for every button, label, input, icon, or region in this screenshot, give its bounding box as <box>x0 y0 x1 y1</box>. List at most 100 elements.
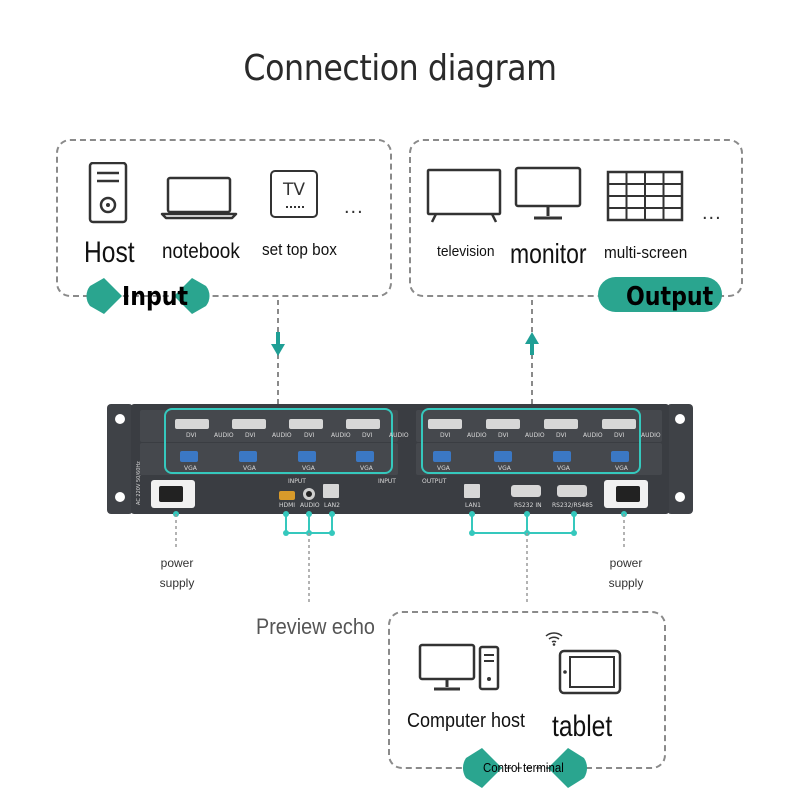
preview-echo-label: Preview echo <box>256 614 375 639</box>
output-item-monitor-label: monitor <box>510 238 587 269</box>
desktop-computer-icon <box>418 643 500 691</box>
section-input-label: INPUT <box>378 478 396 485</box>
power-inlet-right <box>604 480 648 508</box>
control-pill-left-diamond <box>462 748 502 788</box>
rear-wiring <box>173 511 627 605</box>
input-port-label: VGA <box>243 465 256 472</box>
input-item-notebook-label: notebook <box>162 240 240 263</box>
hdmi-label: HDMI <box>279 502 296 509</box>
output-port-label: VGA <box>557 465 570 472</box>
output-port-label: DVI <box>440 432 451 439</box>
input-port-label: VGA <box>302 465 315 472</box>
audio-label: AUDIO <box>300 502 320 509</box>
lan2-label: LAN2 <box>324 502 340 509</box>
input-vga-port <box>356 451 374 462</box>
output-port-label: VGA <box>498 465 511 472</box>
input-pill-label: Input <box>122 282 189 312</box>
output-dvi-port <box>428 419 462 429</box>
input-port-label: VGA <box>184 465 197 472</box>
power-supply-left-label: power supply <box>148 553 206 593</box>
output-vga-port <box>494 451 512 462</box>
input-port-label: AUDIO <box>389 432 409 439</box>
input-port-label: VGA <box>360 465 373 472</box>
power-supply-right-line1: power <box>609 556 643 570</box>
input-pill-left-diamond <box>86 278 122 314</box>
input-port-label: DVI <box>245 432 256 439</box>
lan1-label: LAN1 <box>465 502 481 509</box>
section-output-label: OUTPUT <box>422 478 447 485</box>
input-card-highlight <box>164 408 393 474</box>
output-vga-port <box>433 451 451 462</box>
output-item-television-label: television <box>437 243 495 260</box>
lan1-port <box>464 484 480 498</box>
input-port-label: AUDIO <box>272 432 292 439</box>
input-port-label: DVI <box>186 432 197 439</box>
power-supply-right-line2: supply <box>608 576 644 590</box>
input-dvi-port <box>232 419 266 429</box>
input-vga-port <box>298 451 316 462</box>
output-dvi-port <box>602 419 636 429</box>
output-pill-label: Output <box>626 282 714 312</box>
input-dvi-port <box>346 419 380 429</box>
input-pill-right-diamond <box>174 278 210 314</box>
input-more-ellipsis: ... <box>344 196 364 218</box>
rear-input-label: INPUT <box>288 478 306 485</box>
output-pill <box>598 277 722 312</box>
output-vga-port <box>553 451 571 462</box>
output-port-label: AUDIO <box>641 432 661 439</box>
audio-jack <box>303 488 315 500</box>
power-supply-right-label: power supply <box>597 553 655 593</box>
laptop-icon <box>160 176 238 220</box>
tablet-icon <box>558 649 622 695</box>
control-terminal-panel <box>388 611 666 769</box>
output-port-label: VGA <box>615 465 628 472</box>
output-item-multiscreen-label: multi-screen <box>604 243 688 262</box>
input-vga-port <box>180 451 198 462</box>
output-port-label: AUDIO <box>583 432 603 439</box>
output-vga-port <box>611 451 629 462</box>
output-port-label: DVI <box>556 432 567 439</box>
device-to-output-connector <box>525 300 539 404</box>
monitor-icon <box>514 166 582 220</box>
rack-ear-left <box>107 404 133 514</box>
input-port-label: AUDIO <box>214 432 234 439</box>
rs232-in-port <box>511 485 541 497</box>
rs232-rs485-port <box>557 485 587 497</box>
output-port-label: DVI <box>614 432 625 439</box>
output-panel <box>409 139 743 297</box>
output-more-ellipsis: ... <box>702 202 722 224</box>
control-item-computer-label: Computer host <box>407 710 526 732</box>
input-item-host-label: Host <box>84 236 135 269</box>
power-supply-left-line2: supply <box>159 576 195 590</box>
output-port-label: AUDIO <box>525 432 545 439</box>
control-item-tablet-label: tablet <box>552 710 613 743</box>
power-inlet-left <box>151 480 195 508</box>
output-card-highlight <box>421 408 641 474</box>
diagram-title: Connection diagram <box>243 48 557 89</box>
control-pill-right-diamond <box>548 748 588 788</box>
power-supply-left-line1: power <box>160 556 194 570</box>
power-rating-label: AC 220V 50/60Hz <box>136 461 142 505</box>
input-dvi-port <box>175 419 209 429</box>
wifi-icon <box>545 632 563 646</box>
control-pill-label: Control terminal <box>483 760 564 775</box>
output-dvi-port <box>486 419 520 429</box>
rs232-rs485-label: RS232/RS485 <box>552 502 593 509</box>
output-port-label: DVI <box>498 432 509 439</box>
rack-ear-right <box>667 404 693 514</box>
input-port-label: DVI <box>304 432 315 439</box>
input-to-device-connector <box>271 300 285 404</box>
rs232-in-label: RS232 IN <box>514 502 542 509</box>
television-icon <box>426 168 502 223</box>
set-top-box-icon: TV <box>270 170 318 218</box>
input-port-label: AUDIO <box>331 432 351 439</box>
hdmi-port <box>279 491 295 500</box>
video-wall-icon <box>606 170 684 222</box>
output-port-label: VGA <box>437 465 450 472</box>
input-panel <box>56 139 392 297</box>
input-dvi-port <box>289 419 323 429</box>
input-vga-port <box>239 451 257 462</box>
input-port-label: DVI <box>362 432 373 439</box>
set-top-box-icon-text: TV <box>282 180 305 200</box>
output-port-label: AUDIO <box>467 432 487 439</box>
